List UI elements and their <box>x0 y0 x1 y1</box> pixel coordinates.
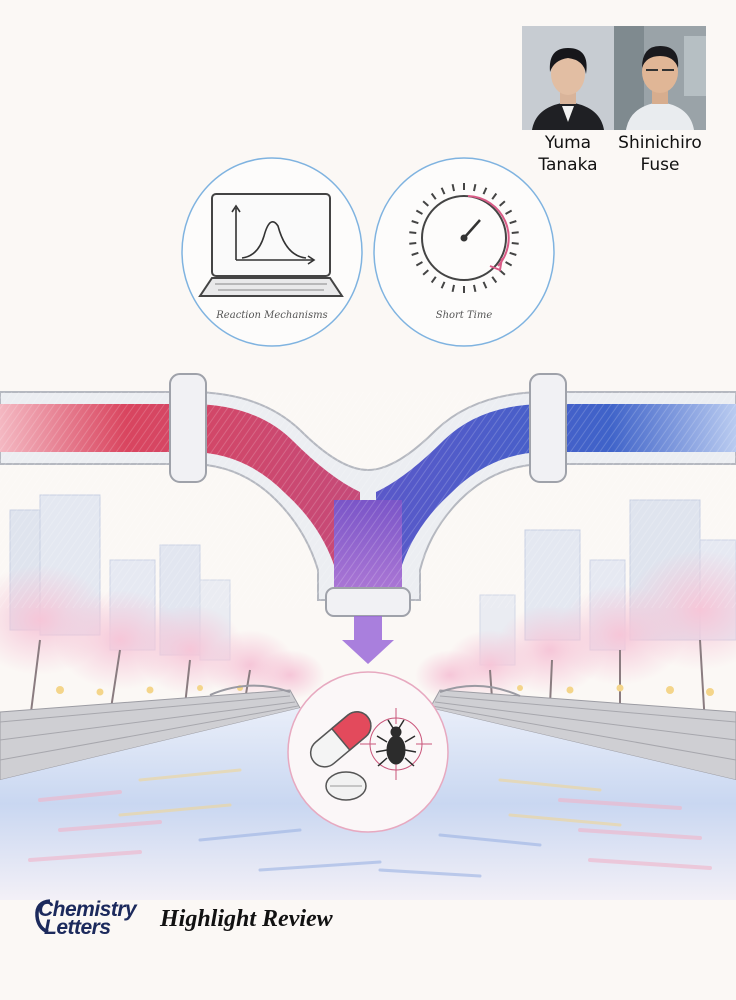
right-flange <box>529 373 567 483</box>
logo-line-1: Chemistry <box>38 898 137 921</box>
stopwatch-tick <box>491 192 498 200</box>
stopwatch-tick <box>482 281 488 289</box>
stopwatch-tick <box>491 276 498 284</box>
stopwatch-tick <box>511 231 519 234</box>
stopwatch-tick <box>505 261 513 267</box>
reaction-mechanisms-caption: Reaction Mechanisms <box>216 310 328 321</box>
stopwatch-tick <box>430 276 437 284</box>
canal-walls <box>0 689 736 781</box>
stopwatch-tick <box>473 284 477 293</box>
chemistry-letters-logo: Chemistry Letters <box>35 898 150 942</box>
author-photo-fuse <box>614 26 706 130</box>
logo-swoosh-icon <box>35 899 51 934</box>
stopwatch-tick <box>473 183 477 192</box>
stopwatch-tick <box>422 269 429 276</box>
stopwatch-tick <box>451 284 455 293</box>
crosshair-icon <box>360 708 432 780</box>
outlet-arrow-icon <box>342 616 394 664</box>
author-card-tanaka: Yuma Tanaka <box>522 26 614 176</box>
stopwatch-tick <box>440 187 446 195</box>
short-time-bubble <box>373 157 555 347</box>
stopwatch-tick <box>409 231 417 234</box>
stopwatch-tick <box>411 220 419 225</box>
stopwatch-tick <box>430 192 437 200</box>
stopwatch-tick <box>482 187 488 195</box>
tablet-icon <box>325 771 367 801</box>
stopwatch-tick <box>411 251 419 256</box>
logo-line-2: Letters <box>44 916 111 939</box>
river-reflections <box>28 768 712 878</box>
stopwatch-tick <box>505 209 513 215</box>
bridges <box>209 684 521 697</box>
laptop-icon <box>198 193 344 297</box>
author-card-fuse: Shinichiro Fuse <box>614 26 706 176</box>
stopwatch-icon <box>409 183 519 293</box>
series-title: Highlight Review <box>160 906 333 932</box>
author-name-fuse: Shinichiro Fuse <box>618 133 702 175</box>
stopwatch-tick <box>415 209 423 215</box>
capsule-icon <box>309 711 372 768</box>
stopwatch-tick <box>509 251 517 256</box>
author-name-tanaka: Yuma Tanaka <box>538 133 598 175</box>
street-lamps <box>56 684 714 696</box>
stopwatch-tick <box>422 200 429 207</box>
stopwatch-tick <box>451 183 455 192</box>
left-flange <box>169 373 207 483</box>
stopwatch-tick <box>509 220 517 225</box>
outlet-flange <box>325 587 411 617</box>
stopwatch-tick <box>499 200 506 207</box>
bell-curve-icon <box>231 204 316 265</box>
beetle-icon <box>375 719 417 767</box>
short-time-caption: Short Time <box>435 310 493 321</box>
products-bubble <box>287 671 449 833</box>
stopwatch-tick <box>415 261 423 267</box>
pipe-system <box>0 373 736 664</box>
reaction-mechanisms-bubble <box>181 157 363 347</box>
author-photo-tanaka <box>522 26 614 130</box>
cherry-blossoms-left <box>0 565 325 721</box>
stopwatch-tick <box>409 242 417 245</box>
stopwatch-tick <box>440 281 446 289</box>
stopwatch-tick <box>511 242 519 245</box>
